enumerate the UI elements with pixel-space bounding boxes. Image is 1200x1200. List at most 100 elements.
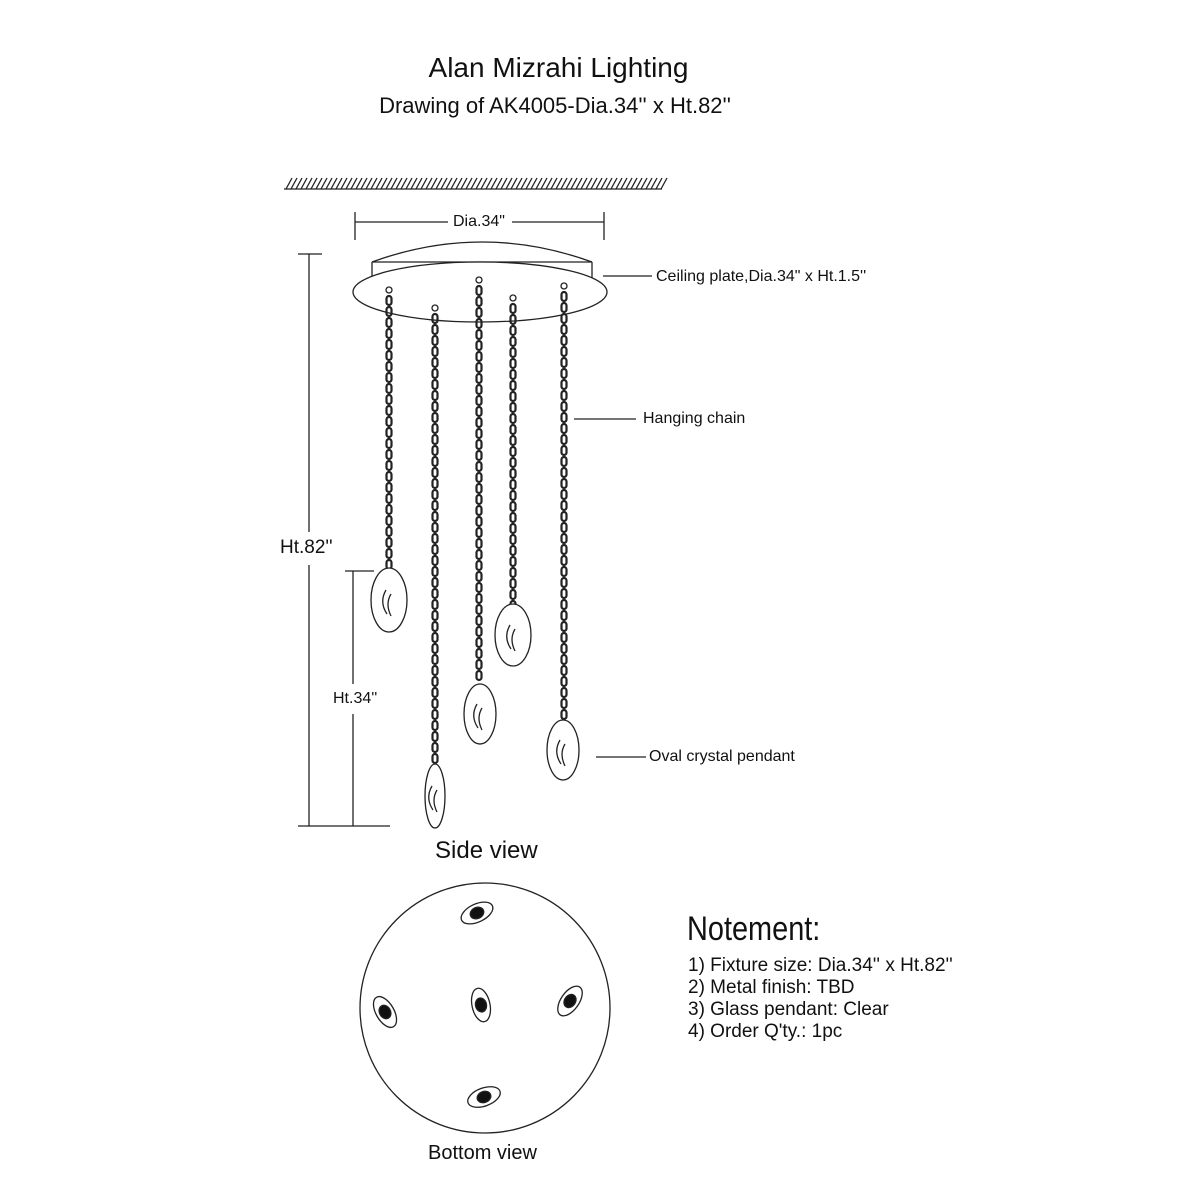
chain-link <box>560 345 568 358</box>
hatch-stroke <box>455 177 463 190</box>
chain-link <box>560 664 568 677</box>
hatch-stroke <box>500 177 508 190</box>
chain-link <box>475 603 483 616</box>
height-label: Ht.82'' <box>280 537 333 558</box>
chain-link <box>431 620 439 633</box>
page-subtitle: Drawing of AK4005-Dia.34'' x Ht.82'' <box>379 93 731 118</box>
chain-link <box>431 752 439 765</box>
chain-link <box>475 372 483 385</box>
chain-link <box>560 477 568 490</box>
hatch-stroke <box>370 177 378 190</box>
hatch-stroke <box>605 177 613 190</box>
hatch-stroke <box>595 177 603 190</box>
chain-link <box>509 500 517 513</box>
hatch-stroke <box>450 177 458 190</box>
chain-link <box>560 631 568 644</box>
chain-link <box>475 559 483 572</box>
chain-link <box>560 609 568 622</box>
chain-link <box>509 346 517 359</box>
chain-link <box>475 592 483 605</box>
chain-link <box>509 423 517 436</box>
hatch-stroke <box>300 177 308 190</box>
ceiling-hatch <box>285 177 668 190</box>
chain-link <box>431 697 439 710</box>
hatch-stroke <box>420 177 428 190</box>
chain-link <box>431 411 439 424</box>
hatch-stroke <box>575 177 583 190</box>
hatch-stroke <box>465 177 473 190</box>
chain-link <box>475 647 483 660</box>
chain-link <box>560 675 568 688</box>
chain-link <box>385 382 393 395</box>
chain-link <box>431 664 439 677</box>
hatch-stroke <box>525 177 533 190</box>
hatch-stroke <box>415 177 423 190</box>
oval-crystal-pendant <box>463 683 497 745</box>
chain-link <box>431 521 439 534</box>
chain-link <box>475 383 483 396</box>
lower-height-label: Ht.34'' <box>333 690 378 707</box>
chain-link <box>560 532 568 545</box>
chain-link <box>431 642 439 655</box>
chain-mount-hole <box>467 1086 501 1108</box>
chain-link <box>560 400 568 413</box>
hatch-stroke <box>380 177 388 190</box>
chain-link <box>509 544 517 557</box>
hatch-stroke <box>490 177 498 190</box>
chain-link <box>385 393 393 406</box>
hatch-stroke <box>425 177 433 190</box>
chain-link <box>560 510 568 523</box>
hatch-stroke <box>590 177 598 190</box>
chain-link <box>509 533 517 546</box>
diameter-label: Dia.34" <box>453 213 505 230</box>
note-item: 3) Glass pendant: Clear <box>688 999 889 1020</box>
chain-link <box>431 433 439 446</box>
chain-link <box>475 548 483 561</box>
bottom-view-label: Bottom view <box>428 1142 537 1164</box>
chain-link <box>509 555 517 568</box>
note-item: 2) Metal finish: TBD <box>688 977 855 998</box>
chain-link <box>475 427 483 440</box>
hatch-stroke <box>475 177 483 190</box>
chain-link <box>385 338 393 351</box>
hatch-stroke <box>400 177 408 190</box>
hatch-stroke <box>385 177 393 190</box>
chain-link <box>560 389 568 402</box>
hatch-stroke <box>375 177 383 190</box>
ceiling-plate <box>352 241 652 323</box>
oval-crystal-pendant <box>546 719 580 781</box>
chain-link <box>560 708 568 721</box>
hatch-stroke <box>530 177 538 190</box>
chain-link <box>475 625 483 638</box>
chain <box>431 304 439 776</box>
chain-link <box>431 345 439 358</box>
chain-link <box>509 566 517 579</box>
chain-link <box>560 686 568 699</box>
chain-link <box>431 477 439 490</box>
hatch-stroke <box>505 177 513 190</box>
chain-link <box>431 587 439 600</box>
chain-link <box>385 349 393 362</box>
chain-link <box>560 554 568 567</box>
height-dimension <box>298 253 390 827</box>
chain-link <box>560 444 568 457</box>
hatch-stroke <box>340 177 348 190</box>
hatch-stroke <box>290 177 298 190</box>
hatch-stroke <box>390 177 398 190</box>
hatch-stroke <box>330 177 338 190</box>
hatch-stroke <box>395 177 403 190</box>
hatch-stroke <box>550 177 558 190</box>
chain-link <box>431 499 439 512</box>
chain <box>560 282 568 721</box>
chain-link <box>560 433 568 446</box>
hatch-stroke <box>585 177 593 190</box>
chain-link <box>431 312 439 325</box>
chain-link <box>385 327 393 340</box>
hatch-stroke <box>535 177 543 190</box>
chain-link <box>475 350 483 363</box>
chain-link <box>431 708 439 721</box>
chain-link <box>385 547 393 560</box>
chain-link <box>560 697 568 710</box>
chain-link <box>560 587 568 600</box>
chain-link <box>431 719 439 732</box>
